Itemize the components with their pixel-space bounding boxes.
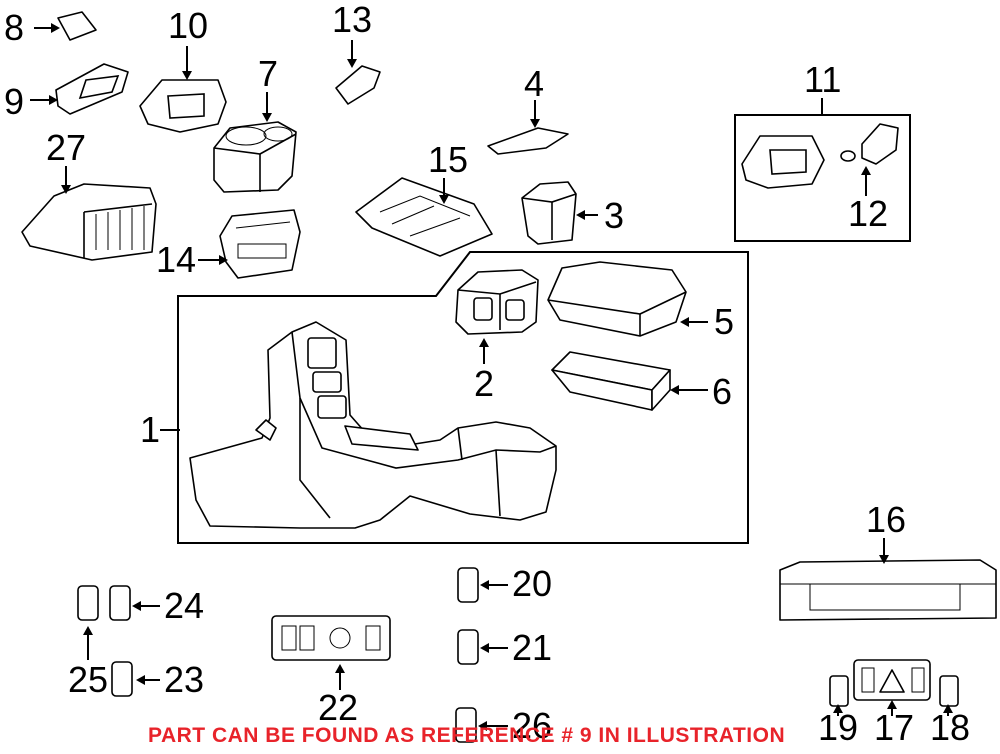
part-19-switch bbox=[829, 675, 849, 707]
leader-lines bbox=[30, 23, 953, 731]
callout-9: 9 bbox=[4, 81, 25, 122]
callout-22: 22 bbox=[318, 687, 359, 728]
callout-23: 23 bbox=[164, 659, 205, 700]
callout-17: 17 bbox=[874, 707, 915, 748]
part-10-vent-housing bbox=[139, 79, 227, 133]
callout-19: 19 bbox=[818, 707, 859, 748]
callout-26: 26 bbox=[512, 705, 553, 746]
part-7-cup-holder bbox=[213, 121, 297, 193]
callout-25: 25 bbox=[68, 659, 109, 700]
callout-15: 15 bbox=[428, 139, 469, 180]
part-18-switch bbox=[939, 675, 959, 707]
callout-18: 18 bbox=[930, 707, 971, 748]
callout-21: 21 bbox=[512, 627, 553, 668]
callout-11: 11 bbox=[804, 59, 842, 100]
callout-8: 8 bbox=[4, 7, 25, 48]
callout-27: 27 bbox=[46, 127, 87, 168]
callout-3: 3 bbox=[604, 195, 625, 236]
part-4-pad bbox=[487, 127, 569, 155]
callout-12: 12 bbox=[848, 193, 889, 234]
part-26-switch bbox=[455, 707, 477, 743]
part-5-armrest-lid bbox=[547, 261, 687, 337]
assembly-1-frame bbox=[177, 251, 749, 544]
part-14-bezel bbox=[219, 209, 301, 279]
part-17-hazard-switch bbox=[853, 659, 931, 701]
part-22-switch-panel bbox=[271, 615, 391, 661]
part-16-switch-panel bbox=[779, 559, 997, 621]
callout-7: 7 bbox=[258, 53, 279, 94]
part-21-switch bbox=[457, 629, 479, 665]
callout-6: 6 bbox=[712, 371, 733, 412]
callout-5: 5 bbox=[714, 301, 735, 342]
part-3-bin bbox=[521, 181, 577, 245]
callout-13: 13 bbox=[332, 0, 373, 40]
part-23-switch bbox=[111, 661, 133, 697]
part-9-vent bbox=[55, 63, 129, 115]
reference-footnote: PART CAN BE FOUND AS REFERENCE # 9 IN IL… bbox=[148, 724, 786, 747]
callout-1: 1 bbox=[140, 409, 161, 450]
part-13-cover bbox=[335, 65, 381, 105]
part-20-switch bbox=[457, 567, 479, 603]
part-11-vent-assembly bbox=[741, 135, 825, 189]
part-15-trim-plate bbox=[355, 177, 493, 257]
part-2-cup-holder bbox=[455, 269, 539, 335]
part-12-switch bbox=[840, 123, 899, 165]
callout-2: 2 bbox=[474, 363, 495, 404]
part-8-plate bbox=[57, 11, 97, 41]
callout-4: 4 bbox=[524, 63, 545, 104]
callout-24: 24 bbox=[164, 585, 205, 626]
callout-20: 20 bbox=[512, 563, 553, 604]
callout-10: 10 bbox=[168, 5, 209, 46]
part-24-switch bbox=[109, 585, 131, 621]
part-1-center-console bbox=[189, 321, 557, 529]
callout-16: 16 bbox=[866, 499, 907, 540]
part-25-switch bbox=[77, 585, 99, 621]
part-27-storage-module bbox=[21, 183, 157, 261]
part-6-tray bbox=[551, 351, 671, 411]
callout-14: 14 bbox=[156, 239, 197, 280]
